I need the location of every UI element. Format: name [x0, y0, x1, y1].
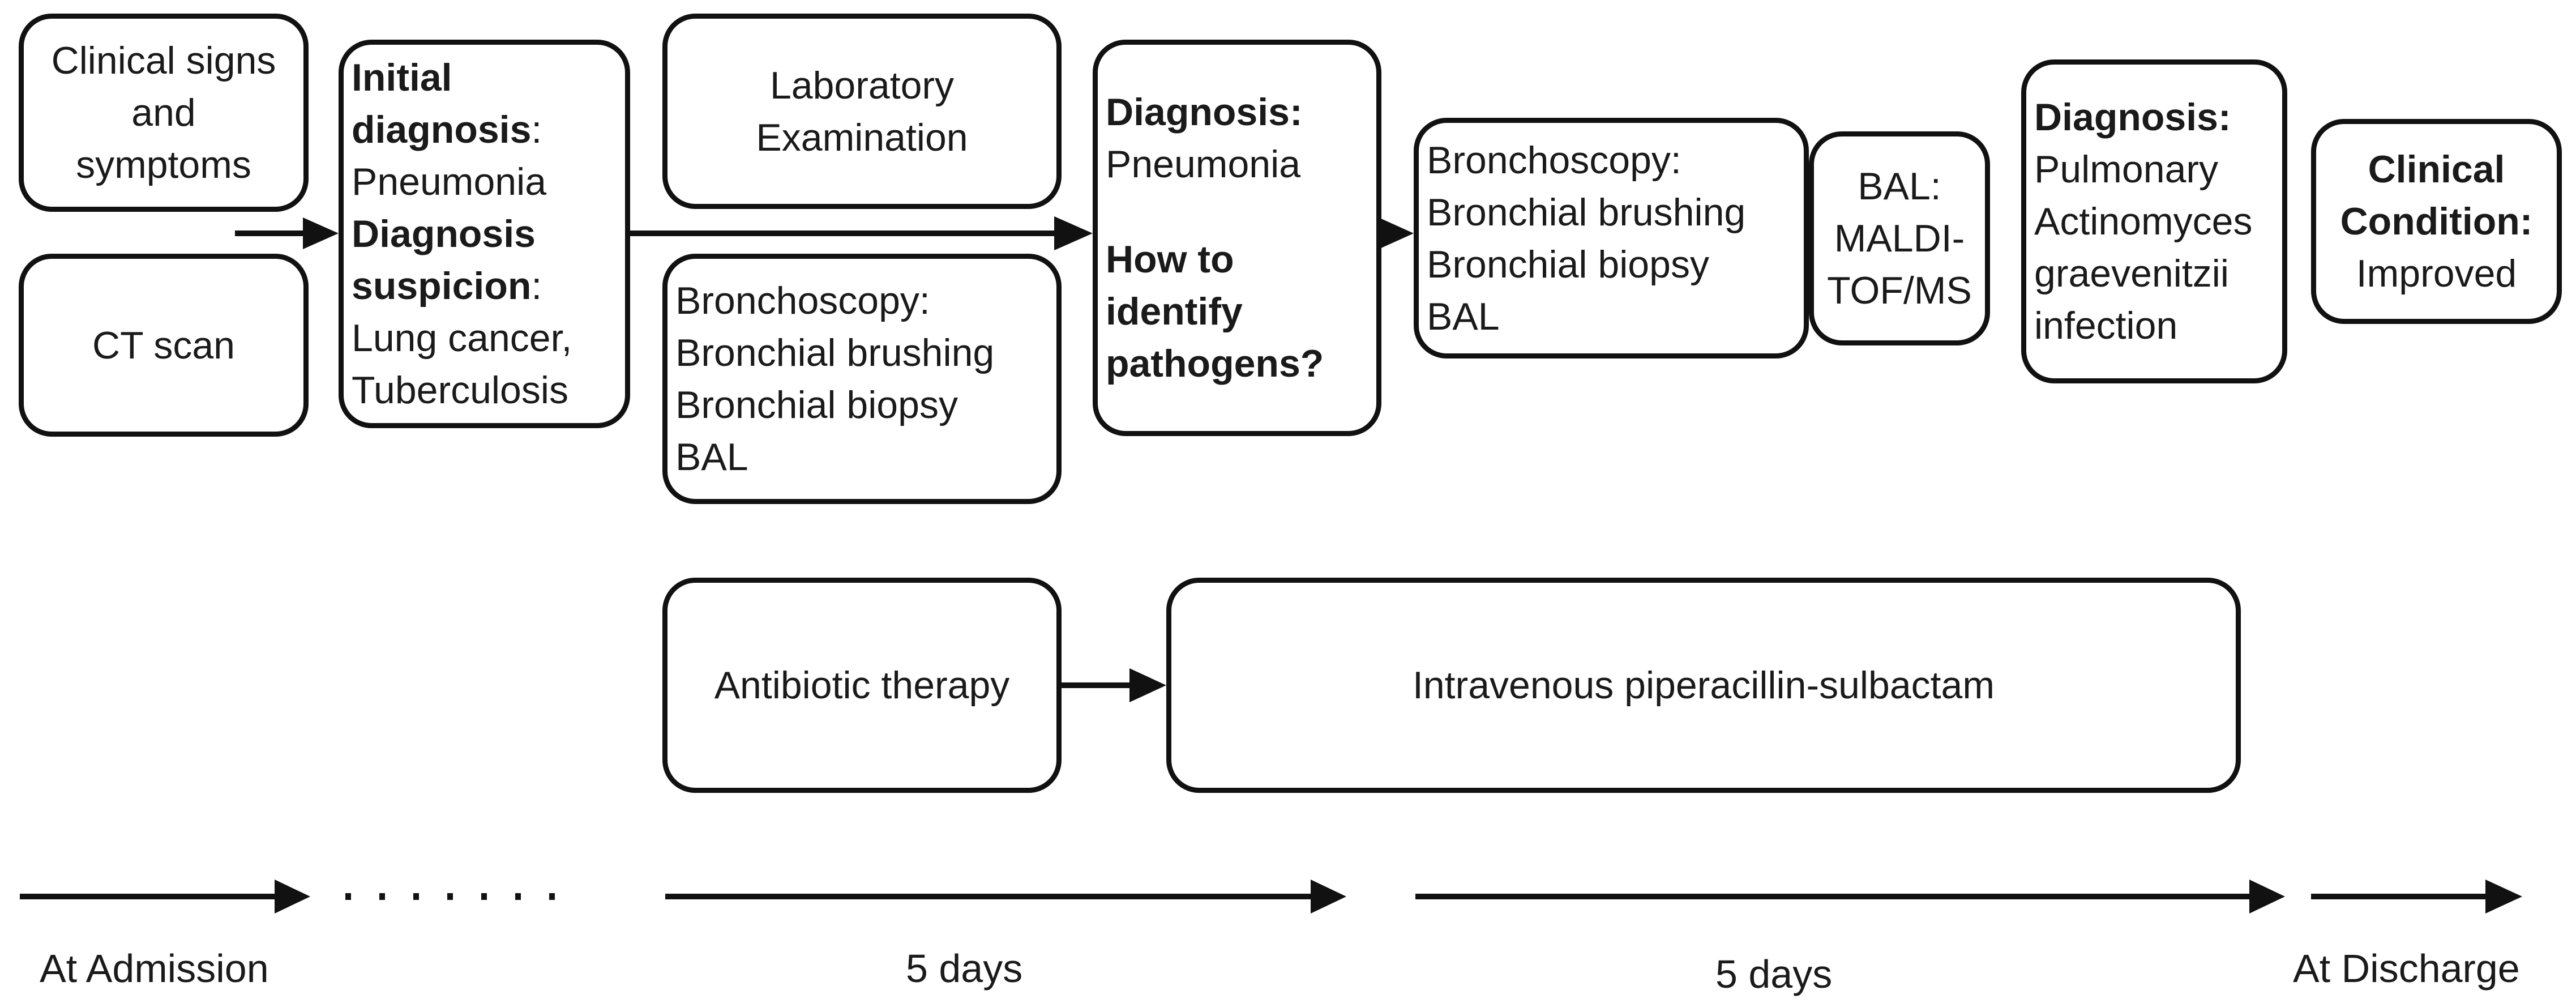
suspicion-label: suspicion [352, 264, 532, 308]
bronchoscopy-1-line-2: Bronchial brushing [675, 331, 995, 374]
clinical-signs-line-2: and [131, 91, 196, 134]
bal-maldi-line-1: BAL: [1858, 165, 1941, 208]
clinical-signs-line-3: symptoms [76, 143, 251, 186]
timeline-label-admission: At Admission [40, 946, 269, 991]
diagnosis-3-line-4: infection [2034, 304, 2178, 347]
bronchoscopy-box-2: Bronchoscopy: Bronchial brushing Bronchi… [1414, 118, 1809, 358]
bronchoscopy-1-line-4: BAL [675, 436, 748, 479]
clinical-signs-line-1: Clinical signs [51, 39, 276, 82]
diagnosis-pathogen-box: Diagnosis: Pneumonia How to identify pat… [1093, 40, 1381, 436]
suspicion-lung-cancer: Lung cancer, [352, 317, 572, 360]
bronchoscopy-2-line-3: Bronchial biopsy [1427, 242, 1709, 286]
initial-diagnosis-colon: : [531, 108, 542, 151]
timeline-label-days-1: 5 days [906, 946, 1023, 991]
bronchoscopy-2-line-4: BAL [1427, 295, 1500, 338]
diagnosis-2-value: Pneumonia [1106, 143, 1301, 186]
timeline-label-days-2: 5 days [1715, 952, 1833, 996]
diagnosis-2-heading: Diagnosis: [1106, 91, 1303, 134]
bronchoscopy-1-line-3: Bronchial biopsy [675, 383, 958, 426]
bal-maldi-line-2: MALDI- [1834, 217, 1965, 260]
suspicion-tuberculosis: Tuberculosis [352, 369, 568, 412]
timeline-arrow-first-5-days-head [1311, 880, 1346, 914]
diagnosis-3-line-3: graevenitzii [2034, 252, 2229, 295]
diagnosis-suspicion-word: Diagnosis [352, 212, 536, 255]
piperacillin-sulbactam-label: Intravenous piperacillin-sulbactam [1412, 664, 1995, 707]
bronchoscopy-1-line-1: Bronchoscopy: [675, 279, 930, 322]
timeline-arrow-discharge-head [2485, 880, 2522, 914]
bal-maldi-line-3: TOF/MS [1827, 269, 1972, 312]
diagnosis-3-heading: Diagnosis: [2034, 96, 2231, 139]
antibiotic-therapy-box: Antibiotic therapy [662, 578, 1062, 793]
initial-diagnosis-box: Initial diagnosis: Pneumonia Diagnosis s… [339, 40, 630, 428]
laboratory-line-2: Examination [756, 116, 968, 159]
arrow-to-initial-diagnosis-head [303, 217, 339, 249]
clinical-signs-box: Clinical signs and symptoms [19, 14, 309, 212]
arrow-to-piperacillin-head [1129, 668, 1166, 702]
piperacillin-sulbactam-box: Intravenous piperacillin-sulbactam [1166, 578, 2241, 793]
timeline-label-discharge: At Discharge [2293, 946, 2520, 991]
timeline-arrow-second-5-days-head [2249, 880, 2285, 914]
timeline-arrow-admission-head [275, 880, 310, 914]
initial-diagnosis-value: Pneumonia [352, 160, 547, 203]
clinical-condition-value: Improved [2356, 252, 2517, 295]
clinical-condition-box: Clinical Condition: Improved [2311, 119, 2562, 324]
clinical-condition-heading-2: Condition: [2340, 200, 2533, 243]
pathogen-question-line-2: identify [1106, 290, 1243, 333]
ct-scan-box: CT scan [19, 254, 309, 437]
bal-maldi-box: BAL: MALDI- TOF/MS [1809, 131, 1990, 345]
laboratory-examination-box: Laboratory Examination [662, 14, 1062, 209]
bronchoscopy-2-line-2: Bronchial brushing [1427, 190, 1746, 234]
arrow-to-diagnosis-2-head [1054, 216, 1093, 250]
ct-scan-label: CT scan [92, 323, 235, 367]
bronchoscopy-2-line-1: Bronchoscopy: [1427, 138, 1681, 182]
pathogen-question-line-1: How to [1106, 238, 1234, 281]
antibiotic-therapy-label: Antibiotic therapy [714, 664, 1010, 707]
suspicion-colon: : [531, 264, 542, 308]
pathogen-question-line-3: pathogens? [1106, 342, 1324, 385]
diagnosis-3-line-1: Pulmonary [2034, 148, 2219, 191]
laboratory-line-1: Laboratory [769, 63, 955, 107]
bronchoscopy-box-1: Bronchoscopy: Bronchial brushing Bronchi… [662, 254, 1062, 504]
final-diagnosis-box: Diagnosis: Pulmonary Actinomyces graeven… [2021, 59, 2287, 383]
initial-label: Initial [352, 56, 452, 99]
arrow-to-bronchoscopy-2-head [1379, 217, 1414, 249]
clinical-condition-heading-1: Clinical [2368, 148, 2505, 191]
initial-diagnosis-label: diagnosis [352, 108, 532, 151]
diagnosis-3-line-2: Actinomyces [2034, 200, 2253, 243]
